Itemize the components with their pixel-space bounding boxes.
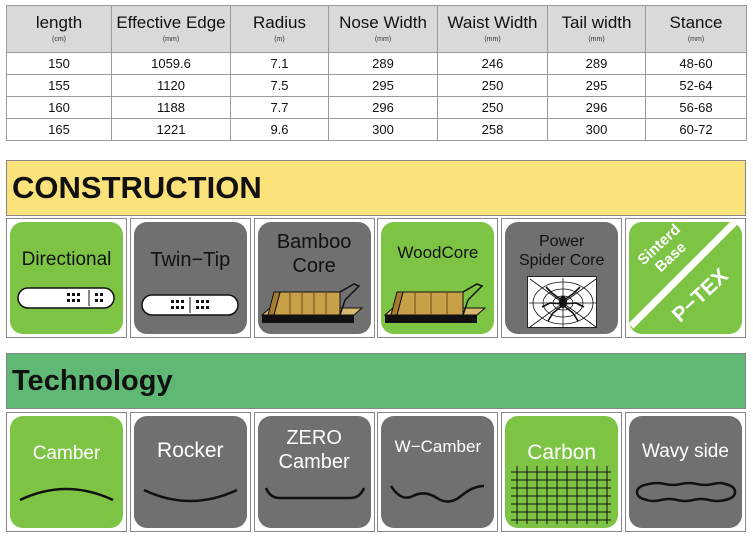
construction-cell-power-spider-core: Power Spider Core: [501, 218, 623, 338]
directional-board-icon: [17, 287, 115, 309]
construction-banner: CONSTRUCTION: [6, 160, 746, 216]
camber-profile-icon: [19, 487, 114, 502]
table-cell: 258: [437, 118, 548, 141]
table-cell: 165: [6, 118, 112, 141]
table-cell: 56-68: [645, 96, 747, 119]
tile-label: WoodCore: [397, 243, 479, 262]
table-cell: 60-72: [645, 118, 747, 141]
construction-cell-directional: Directional: [6, 218, 127, 338]
spider-icon: [527, 276, 598, 328]
table-cell: 155: [6, 74, 112, 97]
tile-carbon: Carbon: [505, 416, 619, 528]
technology-banner: Technology: [6, 353, 746, 409]
tile-label: Directional: [21, 249, 112, 270]
tile-camber: Camber: [10, 416, 123, 528]
tile-bamboo-core: Bamboo Core: [257, 222, 371, 334]
carbon-grid-icon: [511, 466, 612, 524]
header-radius: Radius(m): [230, 5, 329, 53]
table-cell: 250: [437, 96, 548, 119]
table-cell: 1188: [111, 96, 231, 119]
technology-cell-rocker: Rocker: [129, 412, 251, 532]
table-row: 155 1120 7.5 295 250 295 52-64: [6, 74, 747, 97]
tile-label-line2: Spider Core: [519, 252, 605, 269]
tile-label-line1: Power: [539, 233, 585, 250]
construction-cell-twin-tip: Twin−Tip: [129, 218, 251, 338]
table-cell: 7.1: [230, 52, 329, 75]
header-stance: Stance(mm): [645, 5, 747, 53]
table-cell: 300: [547, 118, 646, 141]
tile-label-line2: Camber: [278, 451, 350, 473]
w-camber-profile-icon: [390, 484, 485, 503]
technology-title: Technology: [12, 364, 173, 397]
table-cell: 48-60: [645, 52, 747, 75]
table-cell: 150: [6, 52, 112, 75]
header-length: length(cm): [6, 5, 112, 53]
spec-table: length(cm) Effective Edge(mm) Radius(m) …: [6, 5, 747, 141]
tile-label: W−Camber: [394, 437, 482, 456]
wood-core-icon: [384, 283, 487, 323]
construction-cell-sinterd-base: Sinterd Base P−TEX: [624, 218, 746, 338]
technology-cell-carbon: Carbon: [501, 412, 623, 532]
tile-woodcore: WoodCore: [381, 222, 495, 334]
tile-label-line2: Core: [292, 255, 336, 277]
twin-tip-board-icon: [141, 294, 239, 316]
technology-cell-w-camber: W−Camber: [377, 412, 499, 532]
table-cell: 7.5: [230, 74, 329, 97]
construction-cell-woodcore: WoodCore: [377, 218, 499, 338]
header-tail-width: Tail width(mm): [547, 5, 646, 53]
table-row: 150 1059.6 7.1 289 246 289 48-60: [6, 52, 747, 75]
tile-w-camber: W−Camber: [381, 416, 495, 528]
table-cell: 1059.6: [111, 52, 231, 75]
tile-rocker: Rocker: [133, 416, 247, 528]
table-row: 160 1188 7.7 296 250 296 56-68: [6, 96, 747, 119]
bamboo-core-icon: [260, 283, 363, 323]
ptex-base-icon: [628, 222, 740, 329]
table-cell: 295: [328, 74, 438, 97]
tile-label-line1: Bamboo: [276, 231, 352, 253]
table-cell: 296: [547, 96, 646, 119]
table-cell: 250: [437, 74, 548, 97]
header-nose-width: Nose Width(mm): [328, 5, 438, 53]
header-effective-edge: Effective Edge(mm): [111, 5, 231, 53]
tile-label: Wavy side: [642, 441, 729, 462]
table-cell: 9.6: [230, 118, 329, 141]
construction-cell-bamboo-core: Bamboo Core: [253, 218, 375, 338]
table-cell: 1221: [111, 118, 231, 141]
table-cell: 160: [6, 96, 112, 119]
zero-camber-profile-icon: [264, 487, 365, 500]
table-cell: 289: [547, 52, 646, 75]
tile-directional: Directional: [10, 222, 123, 334]
table-cell: 52-64: [645, 74, 747, 97]
tile-label-line1: ZERO: [286, 427, 342, 449]
table-cell: 296: [328, 96, 438, 119]
technology-tiles: Camber Rocker ZERO Camber W−Camber: [6, 412, 746, 532]
tile-label: Camber: [32, 443, 101, 464]
technology-cell-camber: Camber: [6, 412, 127, 532]
tile-label: Twin−Tip: [150, 249, 231, 271]
technology-cell-zero-camber: ZERO Camber: [253, 412, 375, 532]
tile-sinterd-base: Sinterd Base P−TEX: [628, 222, 742, 334]
rocker-profile-icon: [143, 488, 238, 503]
table-cell: 1120: [111, 74, 231, 97]
tile-twin-tip: Twin−Tip: [133, 222, 247, 334]
table-cell: 295: [547, 74, 646, 97]
tile-label: Carbon: [527, 441, 597, 464]
construction-title: CONSTRUCTION: [12, 170, 262, 205]
spec-header-row: length(cm) Effective Edge(mm) Radius(m) …: [6, 5, 747, 53]
table-cell: 300: [328, 118, 438, 141]
construction-tiles: Directional Twin−Tip: [6, 218, 746, 338]
table-row: 165 1221 9.6 300 258 300 60-72: [6, 118, 747, 141]
tile-wavy-side: Wavy side: [628, 416, 742, 528]
table-cell: 246: [437, 52, 548, 75]
technology-cell-wavy-side: Wavy side: [624, 412, 746, 532]
header-waist-width: Waist Width(mm): [437, 5, 548, 53]
tile-label: Rocker: [157, 439, 224, 462]
wavy-side-profile-icon: [635, 481, 737, 503]
table-cell: 7.7: [230, 96, 329, 119]
table-cell: 289: [328, 52, 438, 75]
tile-power-spider-core: Power Spider Core: [505, 222, 619, 334]
tile-zero-camber: ZERO Camber: [257, 416, 371, 528]
